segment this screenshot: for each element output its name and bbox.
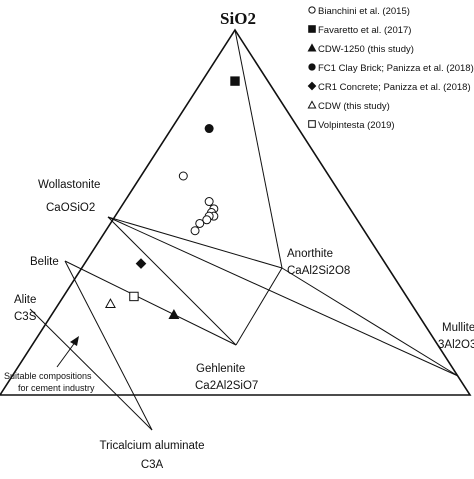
phase-formula-wollastonite: CaOSiO2 xyxy=(46,202,95,214)
phase-label-gehlenite: Gehlenite xyxy=(196,363,245,375)
phase-formula-anorthite: CaAl2Si2O8 xyxy=(287,265,350,277)
tie-line-wollastonite-gehlenite xyxy=(107,216,237,346)
annotation-line-2: for cement industry xyxy=(18,383,95,393)
legend-item: Bianchini et al. (2015) xyxy=(308,6,410,17)
annotation-arrow-shaft xyxy=(56,340,77,368)
legend-marker-triangle-open-icon xyxy=(307,100,317,109)
data-point-triangle-open xyxy=(104,298,116,309)
annotation-line-1: Suitable compositions xyxy=(4,371,92,381)
legend-label: CDW-1250 (this study) xyxy=(318,44,414,55)
legend-label: FC1 Clay Brick; Panizza et al. (2018) xyxy=(318,63,474,74)
triangle-outline xyxy=(0,28,472,396)
data-point-triangle-filled xyxy=(168,309,180,319)
legend-label: Favaretto et al. (2017) xyxy=(318,25,411,36)
data-point-circle-filled xyxy=(204,124,214,134)
legend-marker-square-open-icon xyxy=(308,120,316,128)
legend-symbol xyxy=(308,25,316,33)
legend-symbol xyxy=(308,63,316,71)
legend-marker-diamond-filled-icon xyxy=(307,81,317,91)
tie-lines xyxy=(29,29,459,431)
phase-label-alite: Alite xyxy=(14,294,36,306)
phase-label-anorthite: Anorthite xyxy=(287,248,333,260)
data-point-circle-open xyxy=(195,218,205,228)
data-point-circle-open xyxy=(202,215,212,225)
tie-line-anorthite-mullite xyxy=(281,267,459,377)
legend-label: CR1 Concrete; Panizza et al. (2018) xyxy=(318,82,471,93)
legend-item: CDW-1250 (this study) xyxy=(307,43,414,55)
tie-line-alite-tricalcium-aluminate xyxy=(29,308,153,431)
legend-label: Bianchini et al. (2015) xyxy=(318,6,410,17)
legend: Bianchini et al. (2015) Favaretto et al.… xyxy=(307,6,474,131)
phase-formula-mullite: 3Al2O3 xyxy=(438,339,474,351)
tie-line-anorthite-gehlenite xyxy=(235,267,283,346)
data-point-circle-open xyxy=(178,171,188,181)
data-point-square-open xyxy=(129,291,139,302)
legend-label: Volpintesta (2019) xyxy=(318,120,395,131)
legend-symbol xyxy=(307,81,317,91)
phase-label-wollastonite: Wollastonite xyxy=(38,179,100,191)
legend-marker-circle-filled-icon xyxy=(308,63,316,71)
tie-line-belite-tricalcium-aluminate xyxy=(64,260,153,431)
data-point-circle-open xyxy=(190,226,200,236)
data-markers xyxy=(104,76,240,319)
legend-symbol xyxy=(308,6,316,14)
tie-line-wollastonite-mullite xyxy=(107,216,459,377)
annotation-arrow-head xyxy=(70,336,79,346)
phase-label-mullite: Mullite xyxy=(442,322,474,334)
legend-marker-square-filled-icon xyxy=(308,25,316,33)
phase-formula-alite: C3S xyxy=(14,311,37,323)
legend-label: CDW (this study) xyxy=(318,101,390,112)
tie-line-belite-gehlenite xyxy=(64,260,237,346)
data-point-diamond-filled xyxy=(135,258,147,269)
triangle-frame xyxy=(0,28,472,396)
tie-line-sio2-anorthite xyxy=(234,29,283,269)
legend-item: CDW (this study) xyxy=(307,100,390,112)
legend-item: CR1 Concrete; Panizza et al. (2018) xyxy=(307,81,471,93)
data-point-square-filled xyxy=(230,76,240,86)
legend-symbol xyxy=(307,100,317,109)
legend-item: Volpintesta (2019) xyxy=(308,120,395,131)
tie-line-wollastonite-anorthite xyxy=(107,216,283,269)
legend-marker-triangle-filled-icon xyxy=(307,43,317,52)
legend-symbol xyxy=(307,43,317,52)
data-point-circle-open xyxy=(204,197,214,207)
phase-formula-c3a: C3A xyxy=(141,459,164,471)
legend-item: Favaretto et al. (2017) xyxy=(308,25,411,36)
apex-label-sio2: SiO2 xyxy=(220,9,256,28)
legend-marker-circle-open-icon xyxy=(308,6,316,14)
legend-item: FC1 Clay Brick; Panizza et al. (2018) xyxy=(308,63,474,74)
phase-label-tricalcium-aluminate: Tricalcium aluminate xyxy=(99,440,204,452)
phase-label-belite: Belite xyxy=(30,256,59,268)
phase-formula-gehlenite: Ca2Al2SiO7 xyxy=(195,380,258,392)
legend-symbol xyxy=(308,120,316,128)
